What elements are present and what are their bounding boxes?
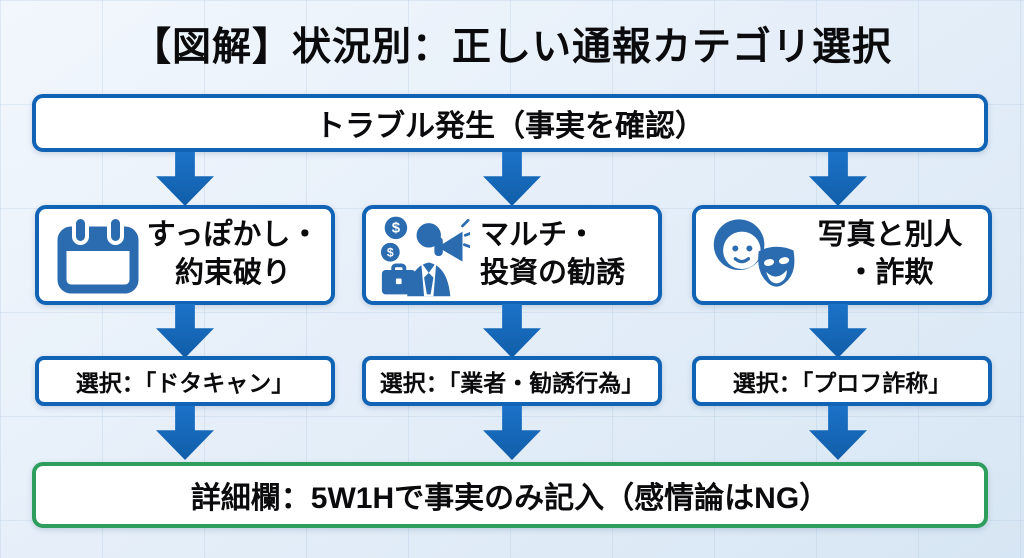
down-arrow — [156, 304, 214, 358]
category-node-recruiting: $ $ マルチ・ 投資の勧誘 — [362, 205, 662, 305]
calendar-icon — [53, 211, 143, 299]
selection-label: 選択：「プロフ詐称」 — [732, 370, 952, 396]
start-node: トラブル発生（事実を確認） — [32, 94, 988, 152]
category-label: すっぽかし・ 約束破り — [146, 219, 320, 289]
svg-text:$: $ — [387, 245, 394, 259]
selection-node-dotakyan: 選択：「ドタキャン」 — [35, 356, 335, 406]
svg-text:$: $ — [392, 220, 401, 237]
down-arrow — [156, 152, 214, 206]
down-arrow — [483, 152, 541, 206]
down-arrow — [809, 152, 867, 206]
selection-node-gyosha: 選択：「業者・勧誘行為」 — [362, 356, 662, 406]
down-arrow — [483, 406, 541, 460]
end-node: 詳細欄：5W1Hで事実のみ記入（感情論はNG） — [32, 462, 988, 528]
selection-node-profile-fraud: 選択：「プロフ詐称」 — [692, 356, 992, 406]
down-arrow — [156, 406, 214, 460]
selection-label: 選択：「ドタキャン」 — [75, 370, 295, 396]
end-node-label: 詳細欄：5W1Hで事実のみ記入（感情論はNG） — [190, 482, 830, 515]
category-label: マルチ・ 投資の勧誘 — [480, 219, 626, 289]
page-title: 【図解】状況別：正しい通報カテゴリ選択 — [131, 26, 892, 69]
category-node-no-show: すっぽかし・ 約束破り — [35, 205, 335, 305]
recruiter-megaphone-icon: $ $ — [380, 211, 470, 299]
down-arrow — [483, 304, 541, 358]
start-node-label: トラブル発生（事実を確認） — [315, 110, 705, 143]
down-arrow — [809, 304, 867, 358]
down-arrow — [809, 406, 867, 460]
face-and-mask-icon — [710, 211, 800, 299]
category-node-impersonation: 写真と別人 ・詐欺 — [692, 205, 992, 305]
selection-label: 選択：「業者・勧誘行為」 — [379, 370, 645, 396]
category-label: 写真と別人 ・詐欺 — [817, 219, 963, 289]
